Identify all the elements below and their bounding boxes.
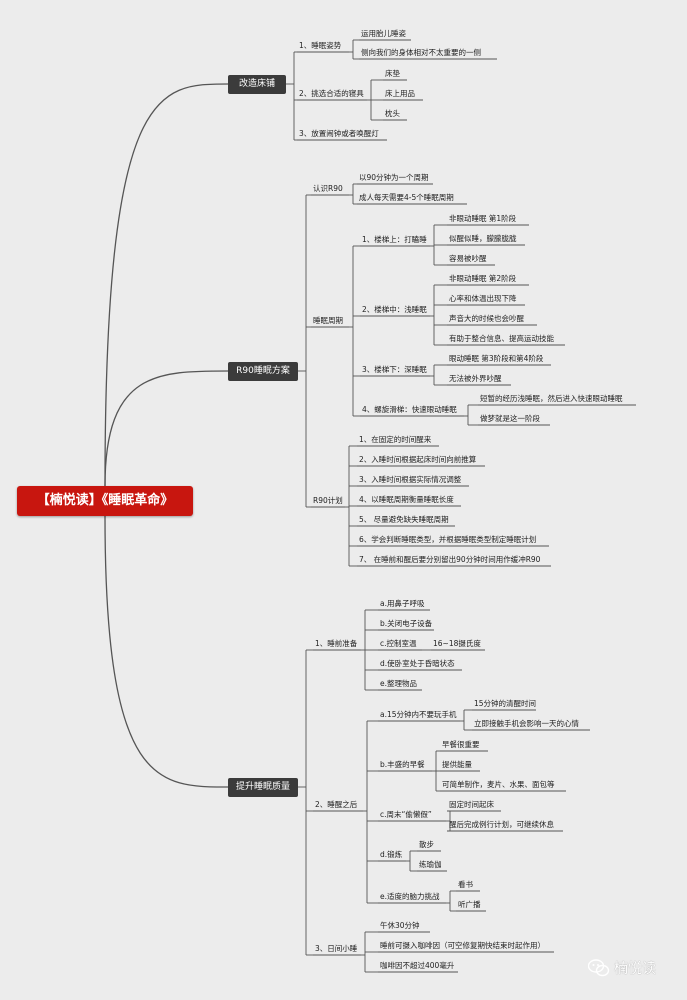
node-label[interactable]: 枕头 bbox=[385, 109, 400, 118]
node-label[interactable]: a.15分钟内不要玩手机 bbox=[380, 710, 457, 719]
node-label[interactable]: 眼动睡眠 第3阶段和第4阶段 bbox=[449, 354, 544, 363]
node-label[interactable]: 以90分钟为一个周期 bbox=[359, 173, 429, 182]
node-label[interactable]: 2、楼梯中：浅睡眠 bbox=[362, 305, 427, 314]
node-label[interactable]: 5、 尽量避免缺失睡眠周期 bbox=[359, 515, 449, 524]
wechat-icon bbox=[587, 959, 610, 977]
node-label[interactable]: 练瑜伽 bbox=[419, 860, 442, 869]
node-label[interactable]: 散步 bbox=[419, 840, 434, 849]
node-label[interactable]: 1、楼梯上：打瞌睡 bbox=[362, 235, 427, 244]
node-label[interactable]: 1、睡前准备 bbox=[315, 639, 358, 648]
node-label[interactable]: 3、入睡时间根据实际情况调整 bbox=[359, 475, 462, 484]
node-label[interactable]: 声音大的时候也会吵醒 bbox=[449, 314, 524, 323]
connector-root-branch bbox=[104, 370, 229, 487]
node-label[interactable]: c.周末“偷懒假” bbox=[380, 810, 432, 819]
node-label[interactable]: 4、螺旋滑梯：快速眼动睡眠 bbox=[362, 405, 457, 414]
node-label[interactable]: 早餐很重要 bbox=[442, 740, 480, 749]
mindmap-root-title[interactable]: 【楠悦读】《睡眠革命》 bbox=[17, 486, 193, 516]
node-label[interactable]: 3、日间小睡 bbox=[315, 944, 358, 953]
node-label[interactable]: 15分钟的清醒时间 bbox=[474, 699, 537, 708]
node-label[interactable]: 6、学会判断睡眠类型，并根据睡眠类型制定睡眠计划 bbox=[359, 535, 537, 544]
node-label[interactable]: 非眼动睡眠 第1阶段 bbox=[449, 214, 517, 223]
node-label[interactable]: 立即接触手机会影响一天的心情 bbox=[474, 719, 579, 728]
node-label[interactable]: 咖啡因不超过400毫升 bbox=[380, 961, 455, 970]
node-label[interactable]: 运用胎儿睡姿 bbox=[361, 29, 406, 38]
watermark-text: 楠悦读 bbox=[614, 961, 656, 977]
node-label[interactable]: 侧向我们的身体相对不太重要的一侧 bbox=[361, 48, 481, 57]
node-label[interactable]: 似醒似睡，朦朦胧胧 bbox=[449, 234, 517, 243]
node-label[interactable]: 容易被吵醒 bbox=[449, 254, 487, 263]
node-label[interactable]: 2、挑选合适的寝具 bbox=[299, 89, 364, 98]
connector-root-branch bbox=[104, 83, 229, 487]
node-label[interactable]: 成人每天需要4-5个睡眠周期 bbox=[359, 193, 454, 202]
node-label[interactable]: c.控制室温 bbox=[380, 639, 417, 648]
node-label[interactable]: 1、睡眠姿势 bbox=[299, 41, 342, 50]
branch-improve-sleep-quality[interactable]: 提升睡眠质量 bbox=[228, 778, 298, 797]
branch-r90-plan[interactable]: R90睡眠方案 bbox=[228, 362, 298, 381]
node-label[interactable]: 心率和体温出现下降 bbox=[449, 294, 517, 303]
node-label[interactable]: 睡眠周期 bbox=[313, 316, 343, 325]
node-label[interactable]: 短暂的经历浅睡眠，然后进入快速眼动睡眠 bbox=[480, 394, 623, 403]
node-label[interactable]: a.用鼻子呼吸 bbox=[380, 599, 425, 608]
node-label[interactable]: 醒后完成例行计划，可继续休息 bbox=[449, 820, 554, 829]
branch-improve-bed[interactable]: 改造床铺 bbox=[228, 75, 286, 94]
node-label[interactable]: 固定时间起床 bbox=[449, 800, 494, 809]
node-label[interactable]: 4、以睡眠周期衡量睡眠长度 bbox=[359, 495, 454, 504]
node-label[interactable]: 认识R90 bbox=[313, 184, 343, 193]
node-label[interactable]: 2、睡醒之后 bbox=[315, 800, 358, 809]
node-label[interactable]: b.丰盛的早餐 bbox=[380, 760, 425, 769]
node-label[interactable]: 3、楼梯下：深睡眠 bbox=[362, 365, 427, 374]
node-label[interactable]: 无法被外界吵醒 bbox=[449, 374, 502, 383]
node-label[interactable]: 16~18摄氏度 bbox=[433, 639, 481, 648]
node-label[interactable]: 1、在固定的时间醒来 bbox=[359, 435, 432, 444]
node-label[interactable]: 午休30分钟 bbox=[380, 921, 420, 930]
node-label[interactable]: 提供能量 bbox=[442, 760, 472, 769]
node-label[interactable]: 看书 bbox=[458, 880, 473, 889]
node-label[interactable]: 听广播 bbox=[458, 900, 481, 909]
node-label[interactable]: 非眼动睡眠 第2阶段 bbox=[449, 274, 517, 283]
node-label[interactable]: 2、入睡时间根据起床时间向前推算 bbox=[359, 455, 477, 464]
node-label[interactable]: 睡前可摄入咖啡因（可空修复期快结束时起作用） bbox=[380, 941, 545, 950]
node-label[interactable]: R90计划 bbox=[313, 496, 343, 505]
node-label[interactable]: 可简单制作，麦片、水果、面包等 bbox=[442, 780, 555, 789]
node-label[interactable]: d.锻炼 bbox=[380, 850, 403, 859]
node-label[interactable]: b.关闭电子设备 bbox=[380, 619, 433, 628]
connector-root-branch bbox=[104, 515, 229, 788]
node-label[interactable]: 床垫 bbox=[385, 69, 400, 78]
node-label[interactable]: e.适度的脑力挑战 bbox=[380, 892, 440, 901]
node-label[interactable]: 床上用品 bbox=[385, 89, 415, 98]
node-label[interactable]: 有助于整合信息、提高运动技能 bbox=[449, 334, 554, 343]
node-label[interactable]: 3、放置闹钟或者唤醒灯 bbox=[299, 129, 379, 138]
node-label[interactable]: d.使卧室处于昏暗状态 bbox=[380, 659, 455, 668]
node-label[interactable]: 7、 在睡前和醒后要分别留出90分钟时间用作缓冲R90 bbox=[359, 555, 541, 564]
node-label[interactable]: 做梦就是这一阶段 bbox=[480, 414, 540, 423]
watermark: 楠悦读 bbox=[587, 958, 656, 978]
node-label[interactable]: e.整理物品 bbox=[380, 679, 417, 688]
